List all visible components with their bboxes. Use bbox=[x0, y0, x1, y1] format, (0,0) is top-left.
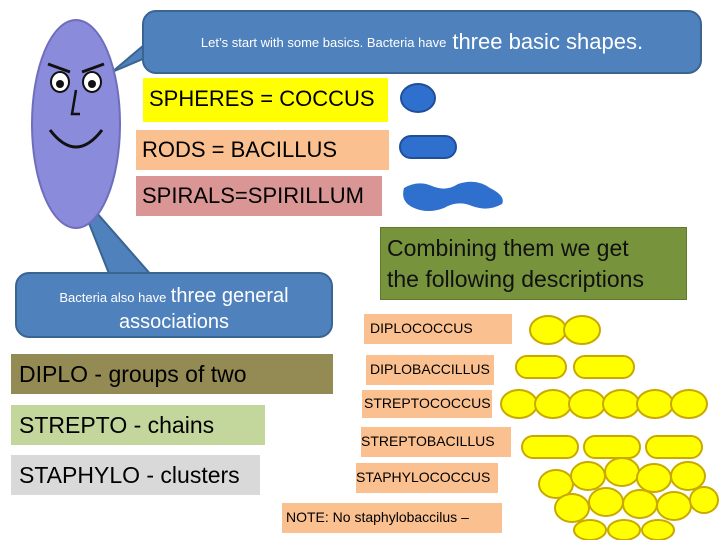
face-head bbox=[31, 19, 121, 229]
nose-icon bbox=[70, 89, 80, 116]
streptococcus-cell-icon bbox=[602, 389, 640, 419]
right-eyebrow-icon bbox=[81, 62, 105, 74]
streptococcus-cell-icon bbox=[670, 389, 708, 419]
cartoon-face bbox=[31, 19, 121, 229]
left-eyebrow-icon bbox=[47, 62, 71, 74]
left-bubble-line2: associations bbox=[118, 311, 230, 333]
spirals-label: SPIRALS=SPIRILLUM bbox=[136, 176, 382, 216]
note-label: NOTE: No staphylobaccilus – bbox=[282, 503, 502, 533]
diplococcus-cell-icon bbox=[529, 315, 567, 345]
top-speech-bubble: Let’s start with some basics. Bacteria h… bbox=[142, 10, 702, 74]
diplococcus-label: DIPLOCOCCUS bbox=[364, 314, 512, 344]
staphylococcus-cell-icon bbox=[554, 493, 590, 523]
staphylo-label: STAPHYLO - clusters bbox=[11, 455, 260, 495]
staphylococcus-cell-icon bbox=[573, 519, 607, 540]
streptobacillus-label: STREPTOBACILLUS bbox=[361, 427, 511, 457]
spirillum-shape-icon bbox=[403, 181, 503, 211]
diplo-label: DIPLO - groups of two bbox=[11, 354, 333, 394]
staphylococcus-cell-icon bbox=[588, 487, 624, 517]
combining-line2: the following descriptions bbox=[387, 266, 644, 292]
diplobacillus-cell-icon bbox=[573, 355, 635, 379]
staphylococcus-cell-icon bbox=[604, 457, 640, 487]
top-bubble-big-text: three basic shapes. bbox=[452, 29, 644, 54]
streptobacillus-cell-icon bbox=[521, 435, 579, 459]
combining-line1: Combining them we get bbox=[387, 235, 629, 261]
strepto-label: STREPTO - chains bbox=[11, 405, 265, 445]
mouth-icon bbox=[48, 129, 104, 149]
staphylococcus-cell-icon bbox=[622, 489, 658, 519]
staphylococcus-cell-icon bbox=[689, 486, 719, 514]
staphylococcus-cell-icon bbox=[570, 461, 606, 491]
diplococcus-cell-icon bbox=[563, 315, 601, 345]
staphylococcus-cell-icon bbox=[670, 461, 706, 491]
staphylococcus-cell-icon bbox=[641, 519, 675, 540]
left-bubble-small-text: Bacteria also have bbox=[59, 290, 167, 305]
staphylococcus-cell-icon bbox=[656, 491, 692, 521]
rods-label: RODS = BACILLUS bbox=[136, 130, 389, 170]
streptococcus-cell-icon bbox=[500, 389, 538, 419]
staphylococcus-cell-icon bbox=[607, 519, 641, 540]
combining-box: Combining them we get the following desc… bbox=[380, 227, 687, 300]
staphylococcus-cell-icon bbox=[636, 463, 672, 493]
bacillus-shape-icon bbox=[399, 135, 457, 159]
streptococcus-cell-icon bbox=[568, 389, 606, 419]
left-speech-bubble: Bacteria also have three general associa… bbox=[15, 272, 333, 338]
staphylococcus-label: STAPHYLOCOCCUS bbox=[356, 463, 498, 493]
coccus-shape-icon bbox=[400, 83, 436, 113]
streptococcus-label: STREPTOCOCCUS bbox=[362, 390, 492, 418]
left-bubble-big-text: three general bbox=[170, 285, 289, 307]
diplobacillus-cell-icon bbox=[515, 355, 567, 379]
top-bubble-small-text: Let’s start with some basics. Bacteria h… bbox=[200, 34, 447, 50]
streptococcus-cell-icon bbox=[636, 389, 674, 419]
spheres-label: SPHERES = COCCUS bbox=[143, 78, 388, 122]
streptobacillus-cell-icon bbox=[583, 435, 641, 459]
streptobacillus-cell-icon bbox=[645, 435, 703, 459]
streptococcus-cell-icon bbox=[534, 389, 572, 419]
diplobacillus-label: DIPLOBACCILLUS bbox=[366, 355, 494, 385]
